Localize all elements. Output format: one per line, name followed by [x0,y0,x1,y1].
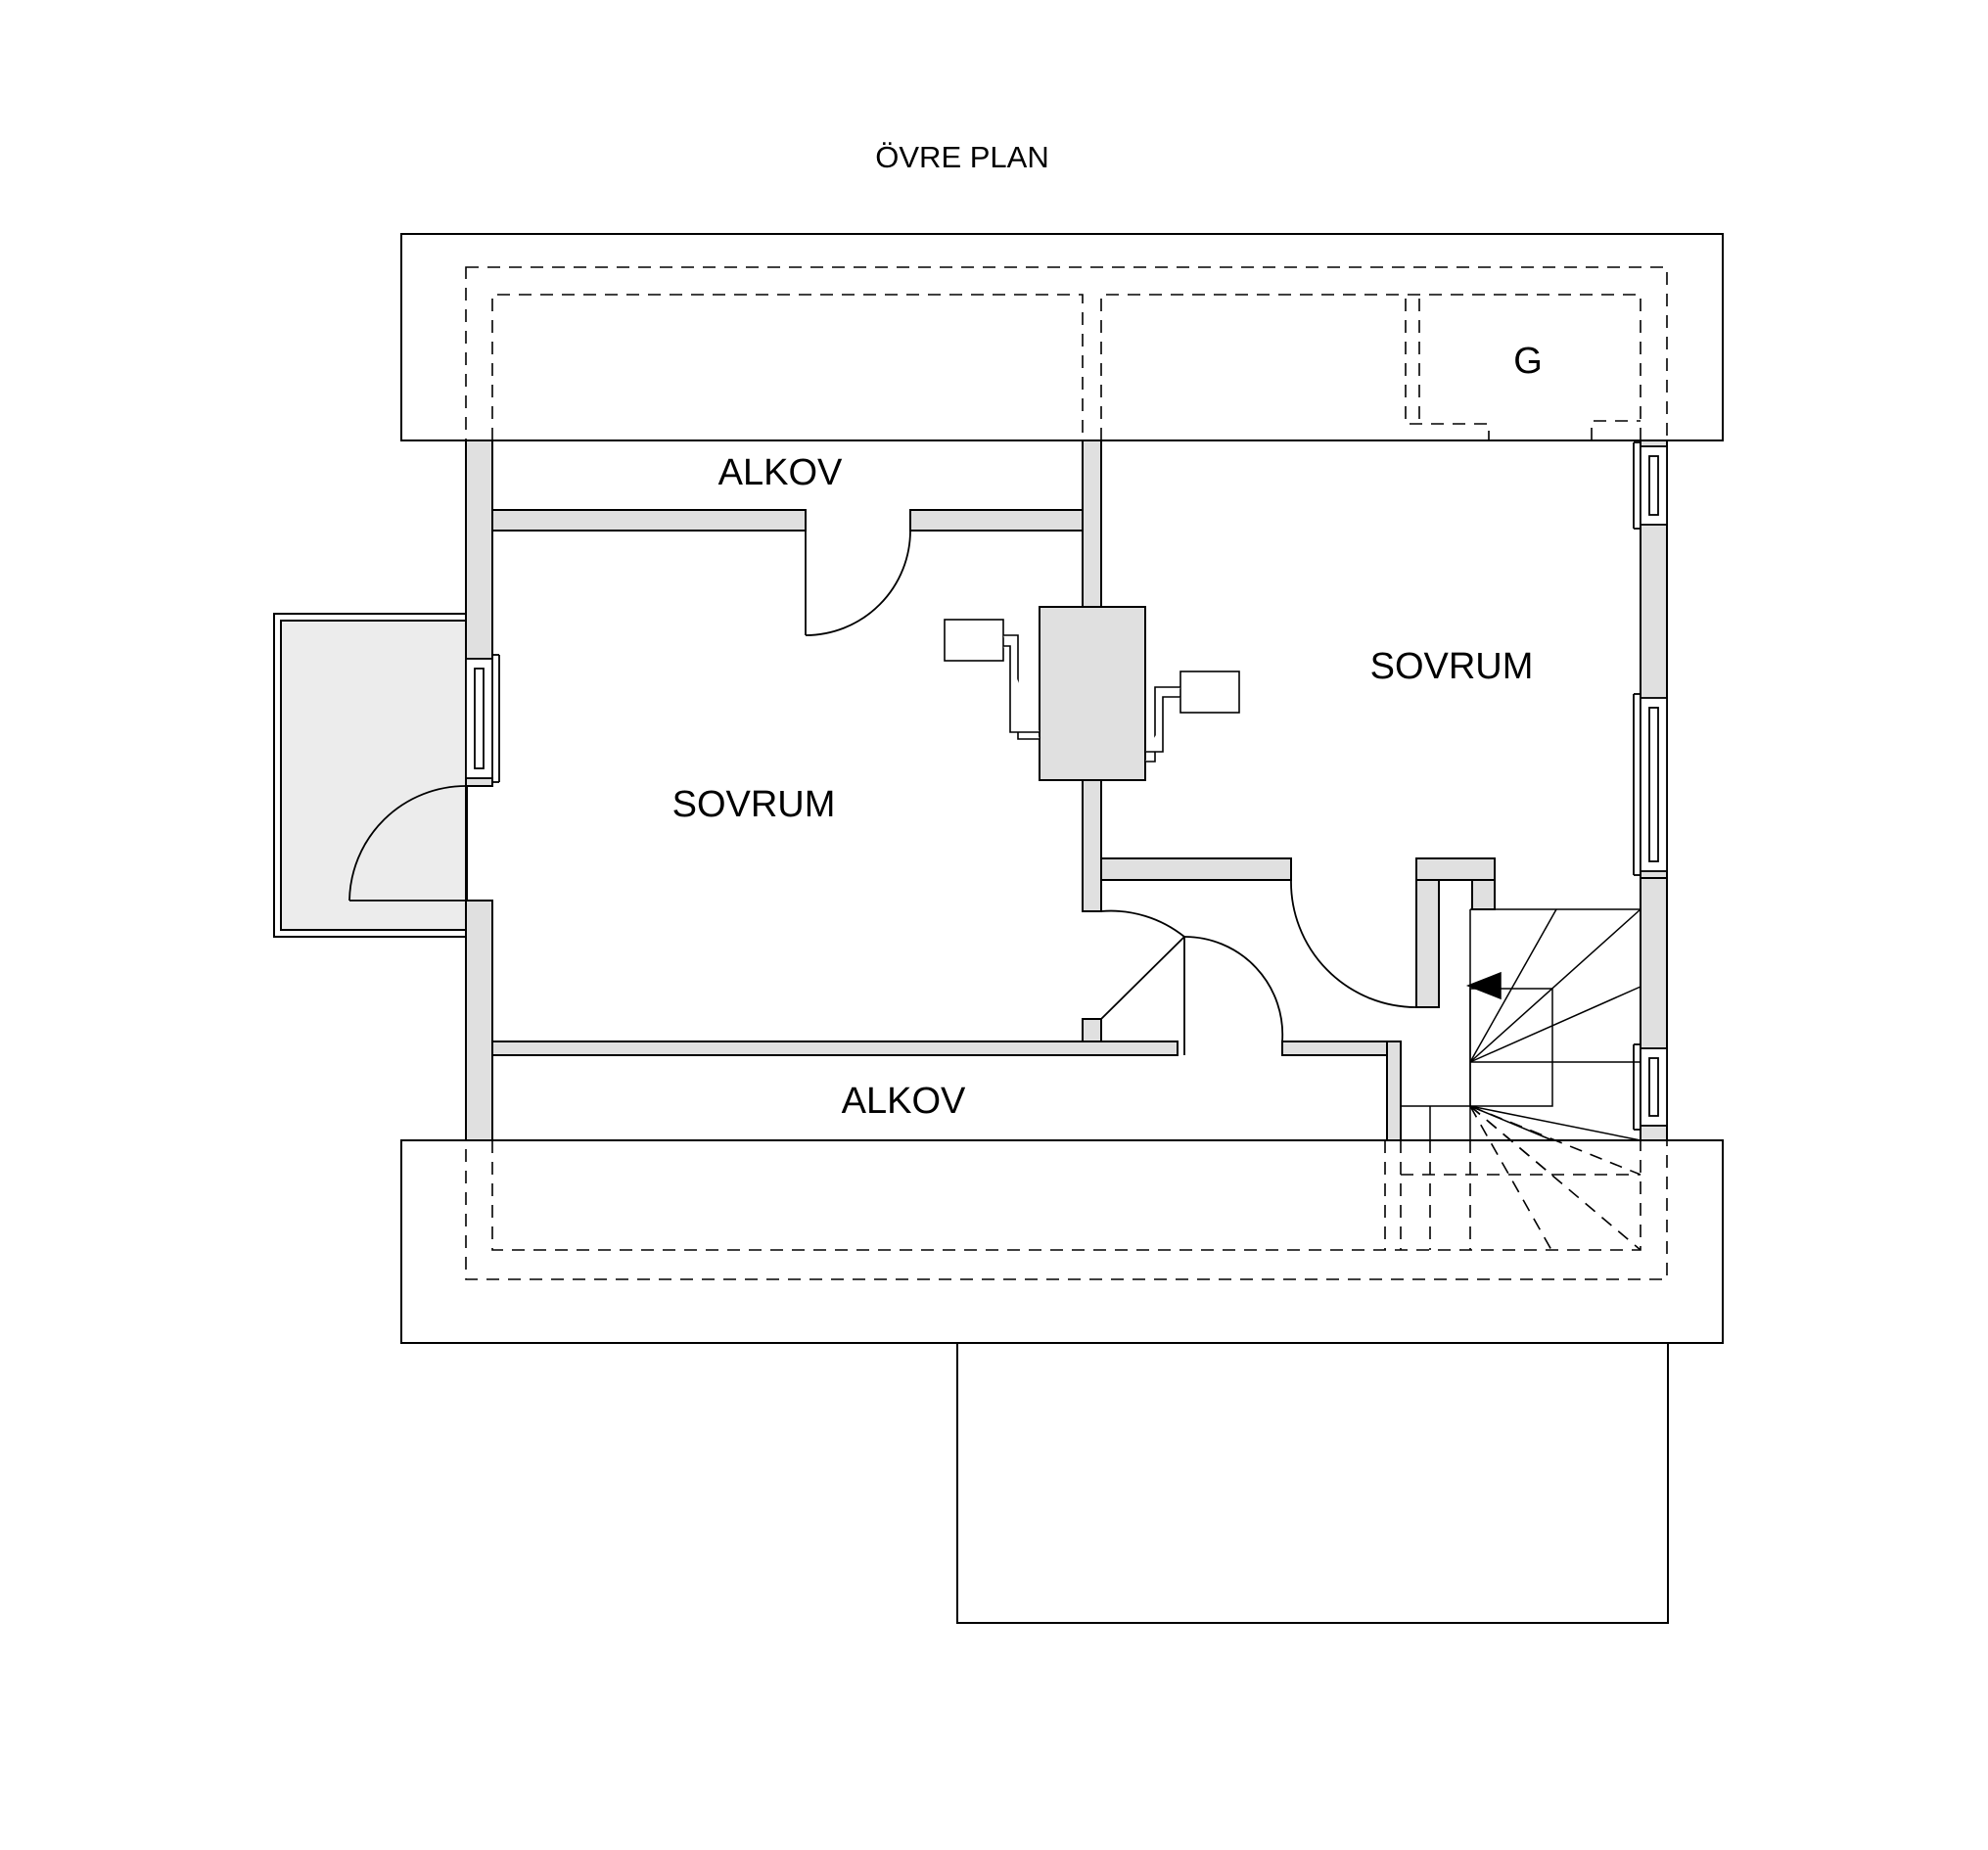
wall-stair-top-right [1471,879,1496,910]
wall-center-middle [1082,779,1102,912]
room-label-closet-g: G [1513,341,1543,382]
wall-center-upper [1082,439,1102,608]
window-right-top [1633,441,1668,530]
plan-title: ÖVRE PLAN [875,140,1048,174]
window-right-middle [1633,693,1668,876]
wall-corridor-top [1100,857,1292,881]
staircase [1400,908,1641,1141]
eaves-inner-right [1100,294,1641,440]
stair-dashed-ray-3 [1469,1105,1552,1251]
stair-dashed-ray-4 [1469,1105,1641,1251]
wall-stair-top [1415,857,1496,881]
closet-g-outline [1405,299,1490,440]
stair-ray-6 [1469,1105,1641,1141]
closet-g-right-tick [1591,420,1641,440]
eaves-inner-bottom [491,1140,1641,1251]
roof-bottom [400,1139,1724,1344]
stair-direction-arrow-icon [1465,971,1502,1000]
window-right-lower [1633,1043,1668,1131]
wall-bottom-alkov-left [491,1041,1179,1056]
stair-ray-1 [1469,908,1557,1063]
window-left [465,654,500,783]
wall-alkov-top-left [491,509,807,532]
room-label-sovrum-right: SOVRUM [1370,646,1534,687]
stair-ray-5 [1469,1105,1553,1141]
wall-alkov-top-right [909,509,1084,532]
balcony [273,613,468,938]
wall-left-door-jamb [465,777,493,787]
wall-bottom-alkov-right [1281,1041,1388,1056]
windows [465,441,1668,1131]
roof-top [400,233,1724,441]
eaves-inner-left [491,294,1084,440]
door-sovrum-left [1100,909,1185,1020]
door-balcony [348,785,467,902]
roof-outlines [400,233,1724,1624]
room-label-sovrum-left: SOVRUM [672,784,836,825]
stoves [944,619,1240,763]
wall-left-upper [465,439,493,660]
chimney [1039,606,1146,781]
balcony-inner [280,620,467,931]
wall-left-lower [465,900,493,1141]
door-alkov-bottom [1183,936,1284,1055]
wall-stair-down [1386,1041,1402,1141]
door-alkov-top [805,530,911,636]
stair-ray-3 [1469,986,1641,1063]
doors [348,530,1417,1055]
roof-lower-extension [956,1342,1669,1624]
door-sovrum-right [1290,879,1417,1008]
wall-center-lower-stub [1082,1018,1102,1042]
room-label-alkov-bottom: ALKOV [842,1081,966,1122]
walls [465,439,1668,1141]
wall-stair-left [1415,879,1440,1008]
room-label-alkov-top: ALKOV [718,452,843,493]
stair-newel [1469,988,1553,1107]
stove-left [944,619,1004,662]
stove-right [1179,671,1240,714]
stair-ray-2 [1469,908,1641,1063]
